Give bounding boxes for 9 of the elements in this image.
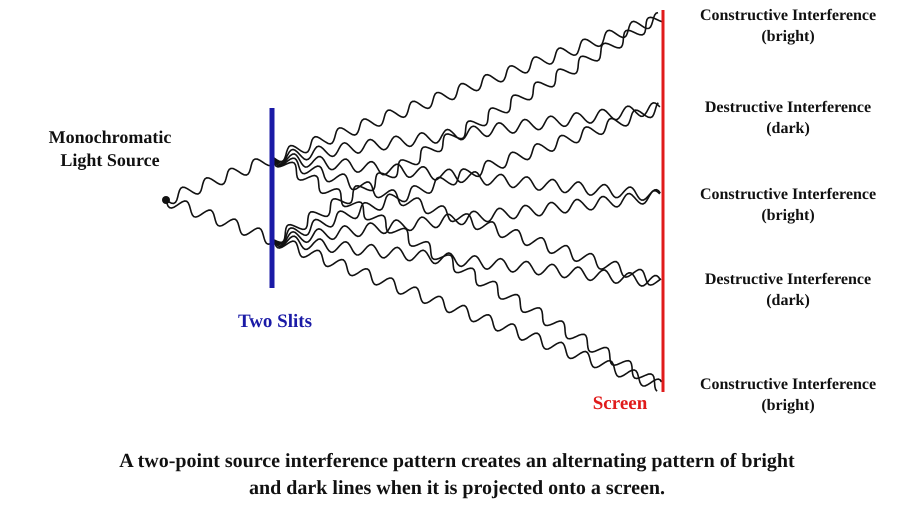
screen-label: Screen <box>592 392 648 416</box>
interference-label: Constructive Interference (bright) <box>698 6 878 47</box>
slits-label: Two Slits <box>238 310 312 334</box>
source-label: Monochromatic Light Source <box>48 126 172 172</box>
interference-label: Constructive Interference (bright) <box>698 375 878 416</box>
interference-label: Destructive Interference (dark) <box>704 98 872 139</box>
interference-label: Constructive Interference (bright) <box>698 185 878 226</box>
interference-label: Destructive Interference (dark) <box>704 270 872 311</box>
caption: A two-point source interference pattern creates an alternating pattern of bright and dark lines when it is projected onto a screen. <box>118 449 796 501</box>
